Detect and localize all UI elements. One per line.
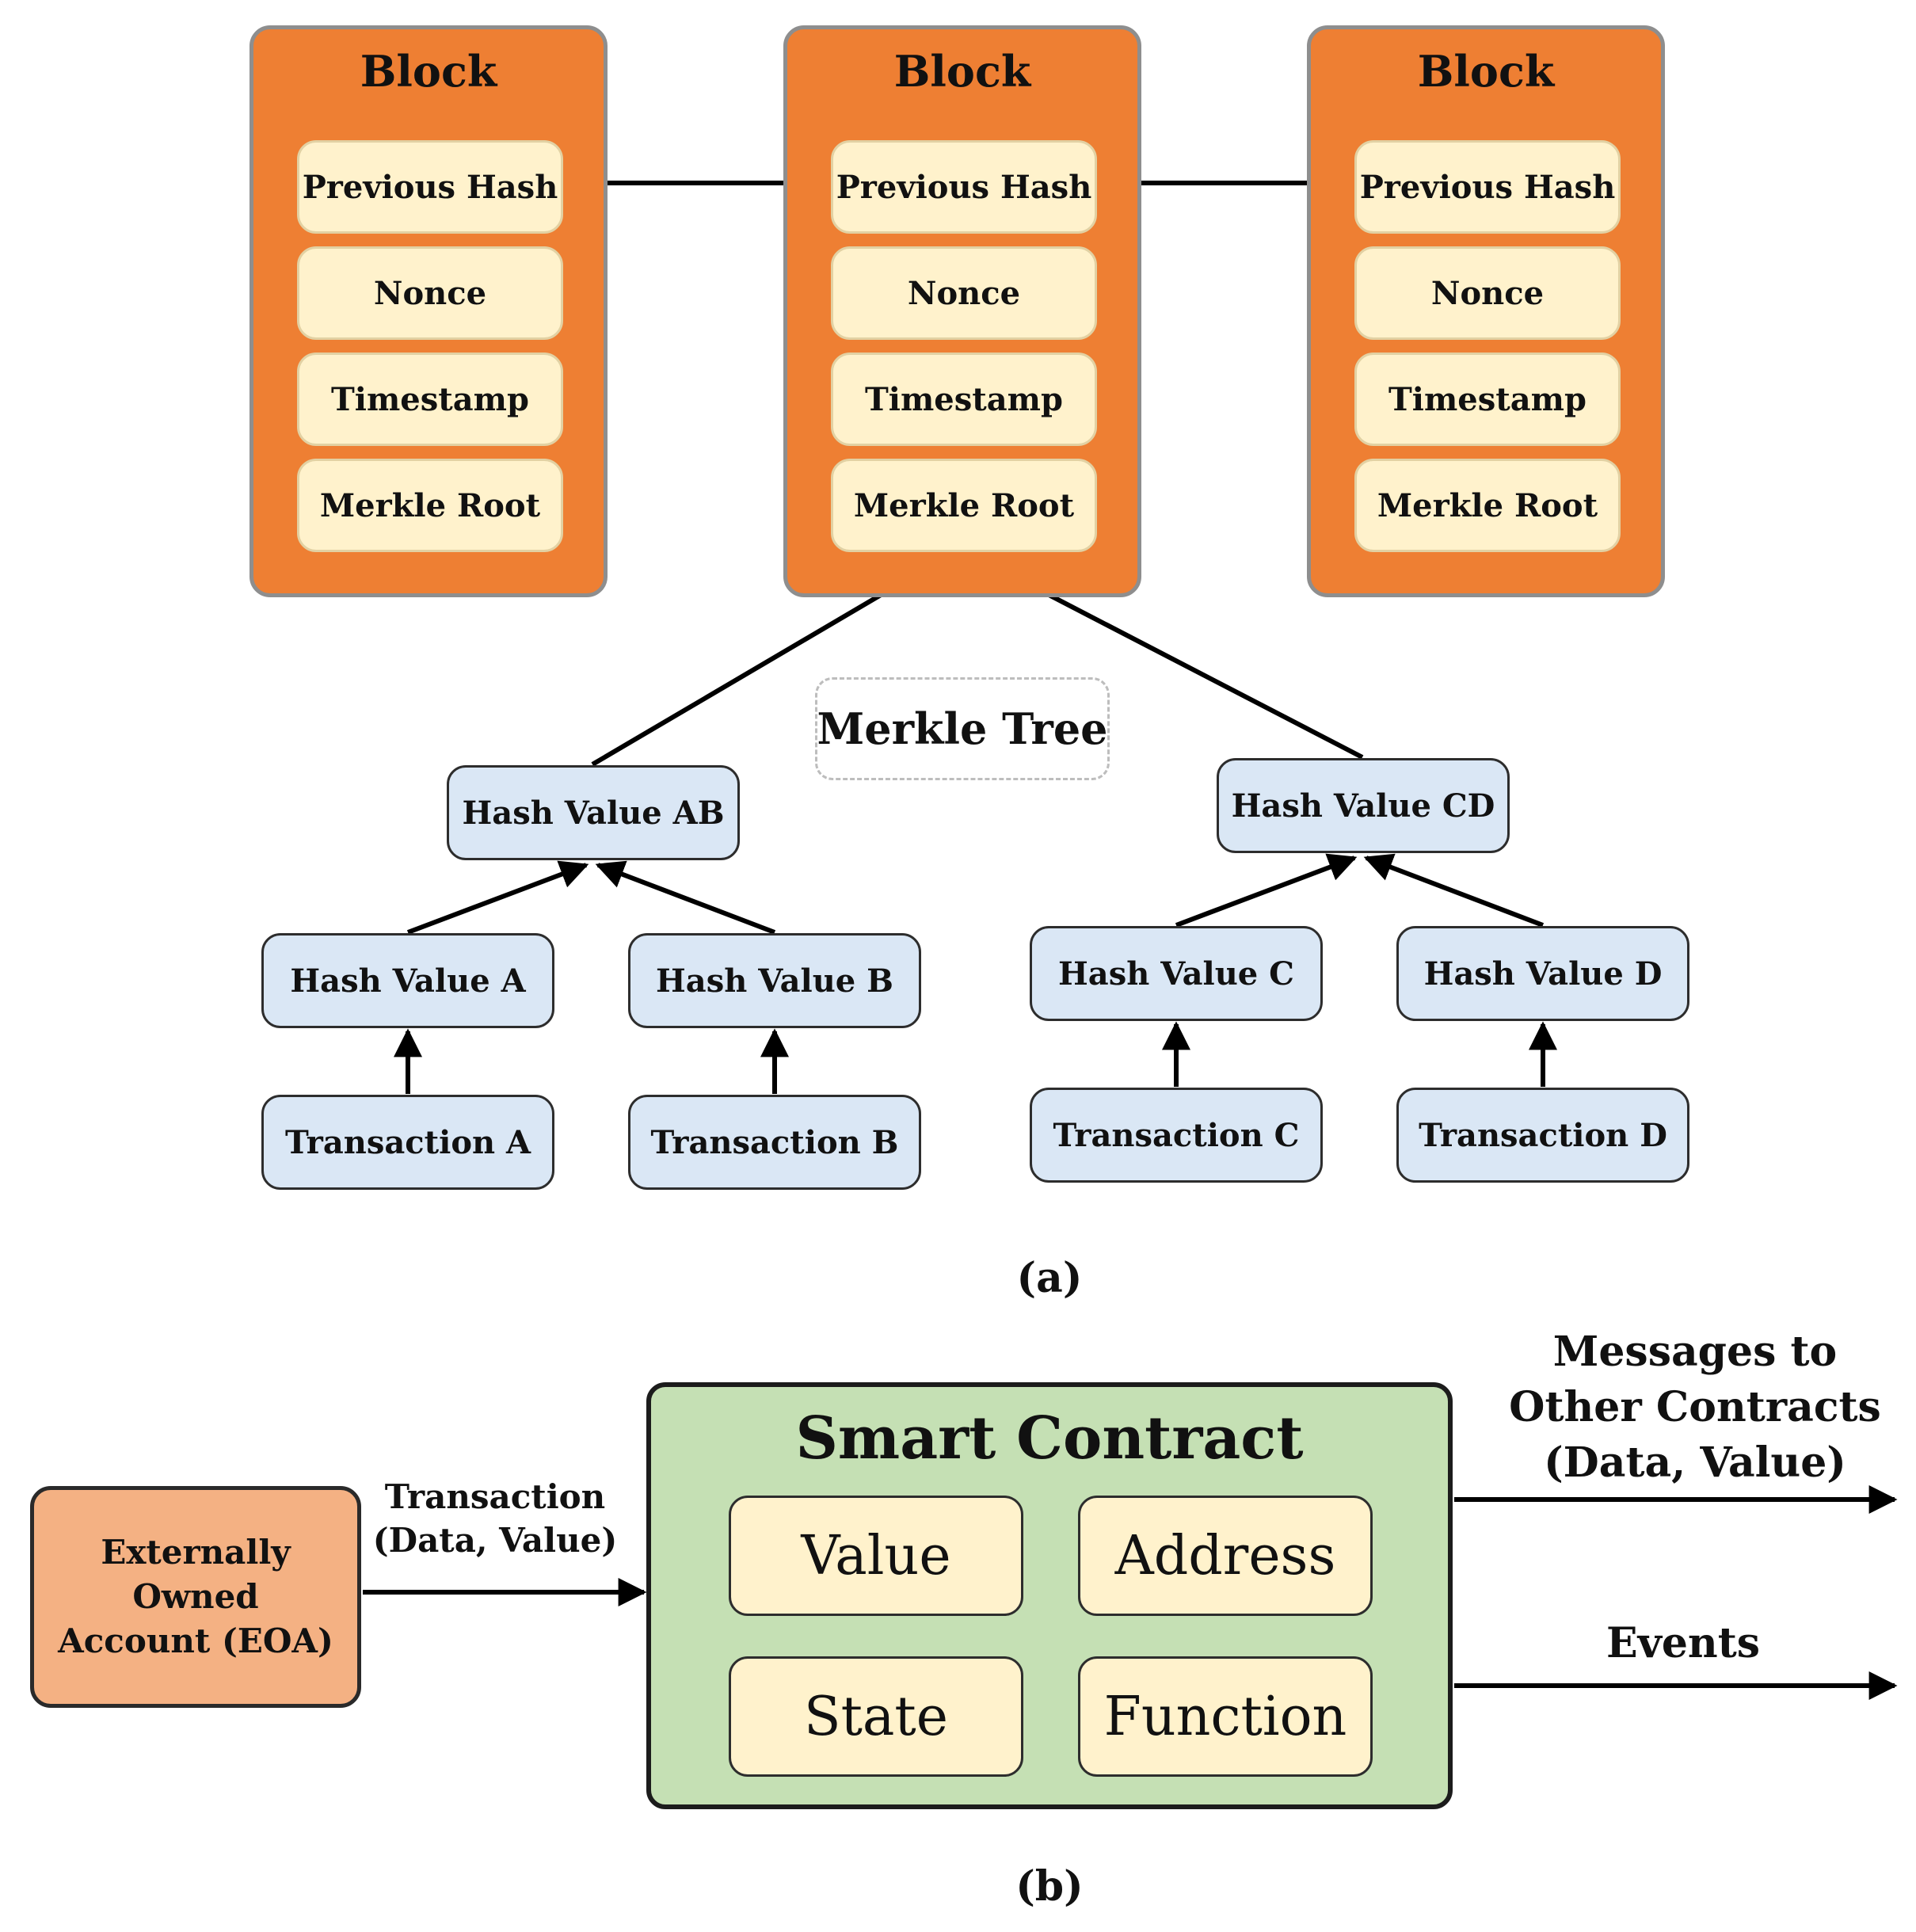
previous-hash-field: Previous Hash bbox=[831, 140, 1097, 234]
block-title: Block bbox=[1417, 46, 1555, 97]
eoa-label-line-2: Account (EOA) bbox=[58, 1621, 333, 1660]
messages-label-line-2: Other Contracts bbox=[1509, 1383, 1881, 1431]
messages-label-line-3: (Data, Value) bbox=[1544, 1439, 1846, 1487]
hash-value-ab-node: Hash Value AB bbox=[447, 765, 740, 860]
function-field: Function bbox=[1078, 1656, 1373, 1777]
timestamp-field: Timestamp bbox=[831, 352, 1097, 446]
messages-label: Messages to Other Contracts (Data, Value… bbox=[1505, 1324, 1885, 1491]
arrow-b-to-ab bbox=[595, 860, 776, 935]
transaction-b-node: Transaction B bbox=[628, 1095, 921, 1190]
previous-hash-field: Previous Hash bbox=[297, 140, 563, 234]
block-2: Block Previous Hash Nonce Timestamp Merk… bbox=[783, 25, 1141, 597]
events-label: Events bbox=[1606, 1619, 1761, 1667]
timestamp-field: Timestamp bbox=[1354, 352, 1621, 446]
arrow-a-to-ab bbox=[406, 860, 589, 935]
smart-contract-box: Smart Contract Value Address State Funct… bbox=[646, 1382, 1453, 1809]
nonce-field: Nonce bbox=[831, 246, 1097, 340]
previous-hash-field: Previous Hash bbox=[1354, 140, 1621, 234]
block-title: Block bbox=[360, 46, 497, 97]
timestamp-field: Timestamp bbox=[297, 352, 563, 446]
value-field: Value bbox=[729, 1496, 1023, 1616]
caption-b: (b) bbox=[1015, 1862, 1084, 1911]
merkle-root-field: Merkle Root bbox=[297, 459, 563, 552]
transaction-c-node: Transaction C bbox=[1030, 1088, 1323, 1183]
caption-a: (a) bbox=[1016, 1254, 1083, 1302]
smart-contract-title: Smart Contract bbox=[795, 1404, 1304, 1473]
transaction-label-line-1: Transaction bbox=[384, 1477, 606, 1516]
externally-owned-account-box: Externally Owned Account (EOA) bbox=[30, 1486, 361, 1708]
arrow-c-to-cd bbox=[1175, 853, 1358, 928]
transaction-label-line-2: (Data, Value) bbox=[372, 1521, 618, 1560]
messages-label-line-1: Messages to bbox=[1552, 1328, 1838, 1376]
hash-value-a-node: Hash Value A bbox=[261, 933, 554, 1028]
hash-value-c-node: Hash Value C bbox=[1030, 926, 1323, 1021]
transaction-d-node: Transaction D bbox=[1396, 1088, 1689, 1183]
transaction-label: Transaction (Data, Value) bbox=[364, 1475, 626, 1562]
nonce-field: Nonce bbox=[1354, 246, 1621, 340]
eoa-label-line-1: Externally Owned bbox=[101, 1533, 291, 1616]
hash-value-d-node: Hash Value D bbox=[1396, 926, 1689, 1021]
merkle-root-field: Merkle Root bbox=[831, 459, 1097, 552]
block-title: Block bbox=[893, 46, 1031, 97]
hash-value-b-node: Hash Value B bbox=[628, 933, 921, 1028]
nonce-field: Nonce bbox=[297, 246, 563, 340]
transaction-a-node: Transaction A bbox=[261, 1095, 554, 1190]
block-1: Block Previous Hash Nonce Timestamp Merk… bbox=[249, 25, 608, 597]
address-field: Address bbox=[1078, 1496, 1373, 1616]
merkle-root-field: Merkle Root bbox=[1354, 459, 1621, 552]
block-3: Block Previous Hash Nonce Timestamp Merk… bbox=[1307, 25, 1665, 597]
state-field: State bbox=[729, 1656, 1023, 1777]
arrow-d-to-cd bbox=[1363, 853, 1545, 928]
hash-value-cd-node: Hash Value CD bbox=[1217, 758, 1510, 853]
merkle-tree-label: Merkle Tree bbox=[815, 677, 1110, 780]
